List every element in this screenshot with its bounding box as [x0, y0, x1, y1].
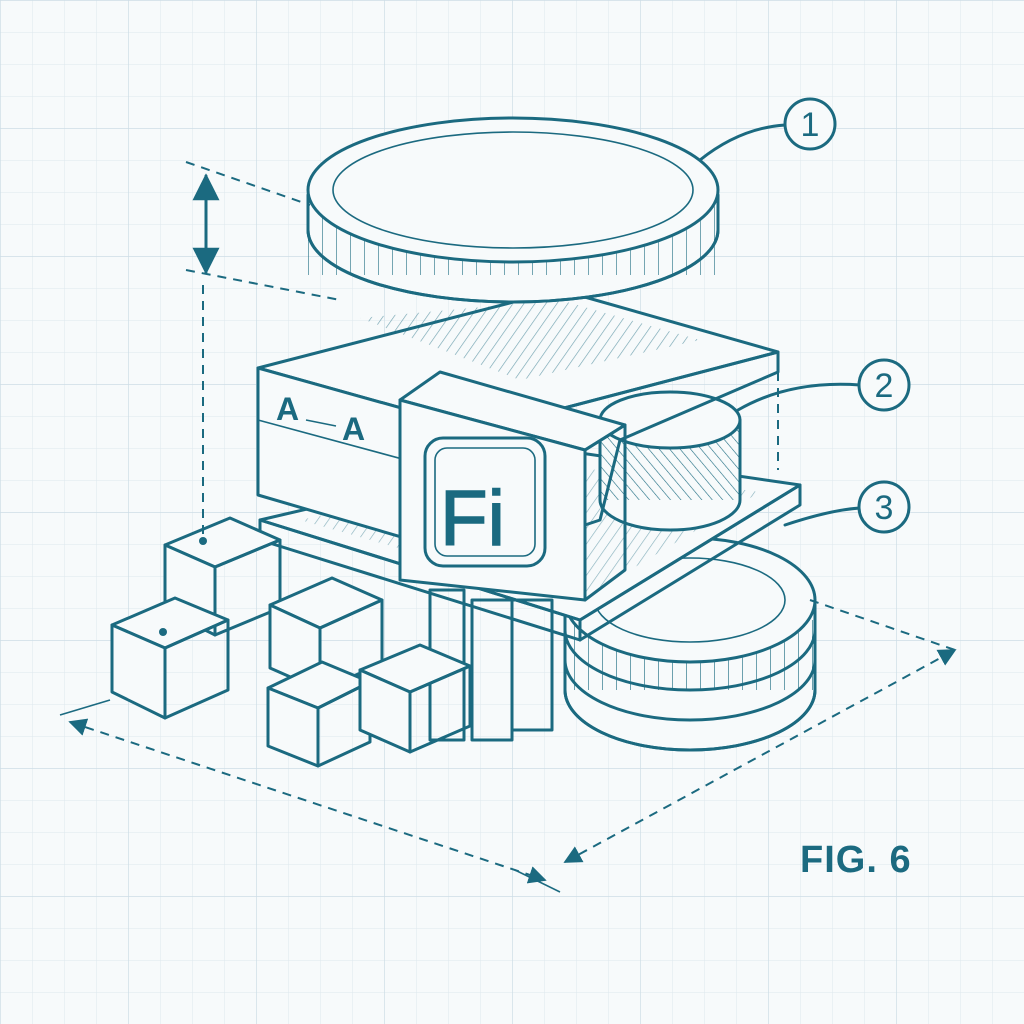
callout-1-number: 1 [801, 106, 820, 144]
callout-2-number: 2 [875, 367, 894, 405]
callouts [698, 97, 911, 534]
top-coin [306, 116, 720, 304]
section-marker-right: A [342, 411, 365, 447]
dimension-lines [59, 161, 957, 893]
callout-3-number: 3 [875, 489, 894, 527]
inner-cylinder [598, 390, 742, 532]
section-marker-left: A [276, 391, 299, 427]
logo-text: Fi [440, 474, 505, 562]
figure-label: FIG. 6 [800, 839, 912, 881]
logo-block [398, 370, 627, 602]
